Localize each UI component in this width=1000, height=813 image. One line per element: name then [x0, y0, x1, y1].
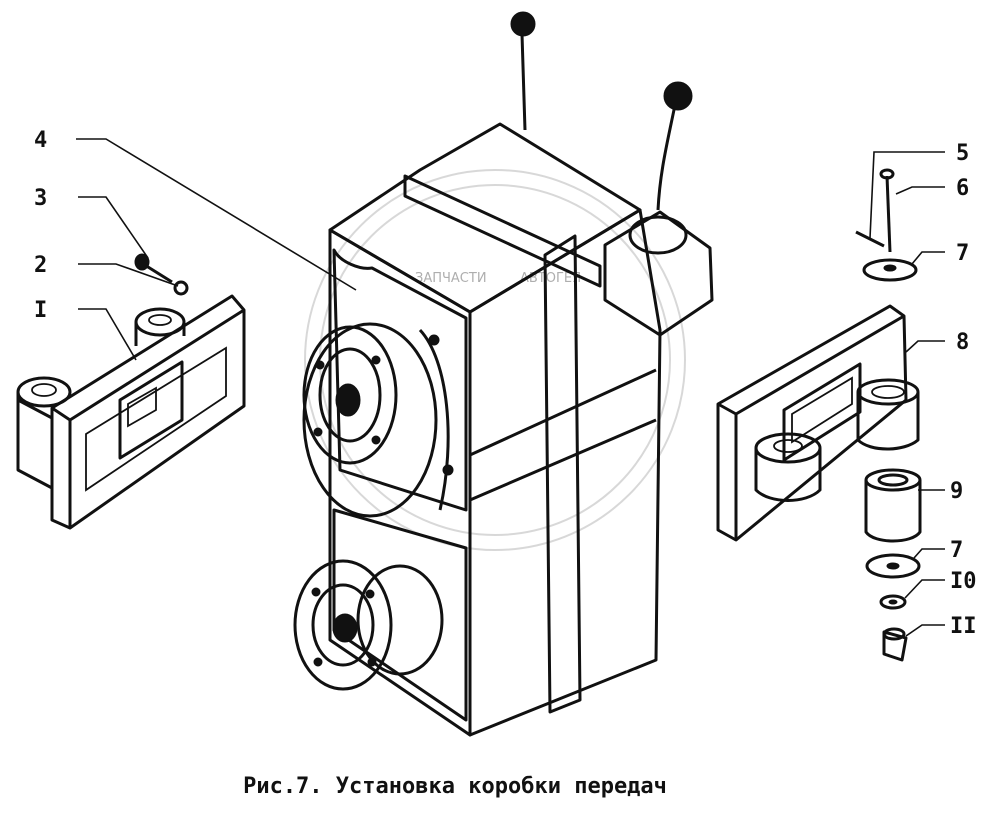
lower-flange [293, 559, 444, 691]
watermark-text-left: ЗАПЧАСТИ [415, 271, 487, 286]
leader-5 [869, 151, 945, 239]
part-10-washer [879, 594, 907, 610]
part-1-left-bracket [16, 294, 246, 530]
figure-caption: Рис.7. Установка коробки передач [243, 774, 667, 799]
callout-3: 3 [34, 186, 47, 211]
upper-flange [302, 322, 454, 518]
part-6-pin [879, 168, 895, 253]
watermark: ЗАПЧАСТИ АВТОГЕЯ [304, 169, 686, 551]
watermark-text-right: АВТОГЕЯ [520, 271, 581, 286]
leader-1 [78, 308, 137, 361]
leader-7-bottom [913, 548, 945, 559]
callout-4: 4 [34, 128, 47, 153]
part-8-right-bracket [716, 304, 920, 542]
part-3-bolt [134, 253, 173, 284]
leader-lines [76, 138, 945, 637]
gearbox-housing [328, 122, 662, 737]
leader-8 [905, 340, 945, 353]
callouts: I 2 3 4 5 6 7 8 9 7 I0 II [34, 128, 977, 639]
leader-4 [76, 138, 357, 291]
part-9-bush [864, 468, 922, 543]
watermark-ring [304, 169, 686, 551]
part-7-plate-bottom [865, 553, 921, 579]
leader-7-top [911, 251, 945, 265]
leader-3 [78, 196, 149, 259]
callout-2: 2 [34, 253, 47, 278]
leader-2 [78, 263, 179, 287]
leader-11 [905, 624, 945, 637]
part-5-cotter [855, 230, 885, 248]
leader-10 [904, 579, 945, 599]
callout-6: 6 [956, 176, 969, 201]
part-11-nut [882, 627, 908, 662]
callout-10: I0 [950, 569, 977, 594]
part-7-plate-top [862, 258, 918, 282]
gear-lever-left [510, 11, 536, 131]
callout-11: II [950, 614, 977, 639]
callout-7-top: 7 [956, 241, 969, 266]
callout-7-bottom: 7 [950, 538, 963, 563]
part-2-washer [173, 280, 189, 296]
gear-lever-right [603, 81, 714, 337]
callout-9: 9 [950, 479, 963, 504]
callout-1: I [34, 298, 47, 323]
callout-8: 8 [956, 330, 969, 355]
leader-6 [895, 186, 945, 195]
callout-5: 5 [956, 141, 969, 166]
